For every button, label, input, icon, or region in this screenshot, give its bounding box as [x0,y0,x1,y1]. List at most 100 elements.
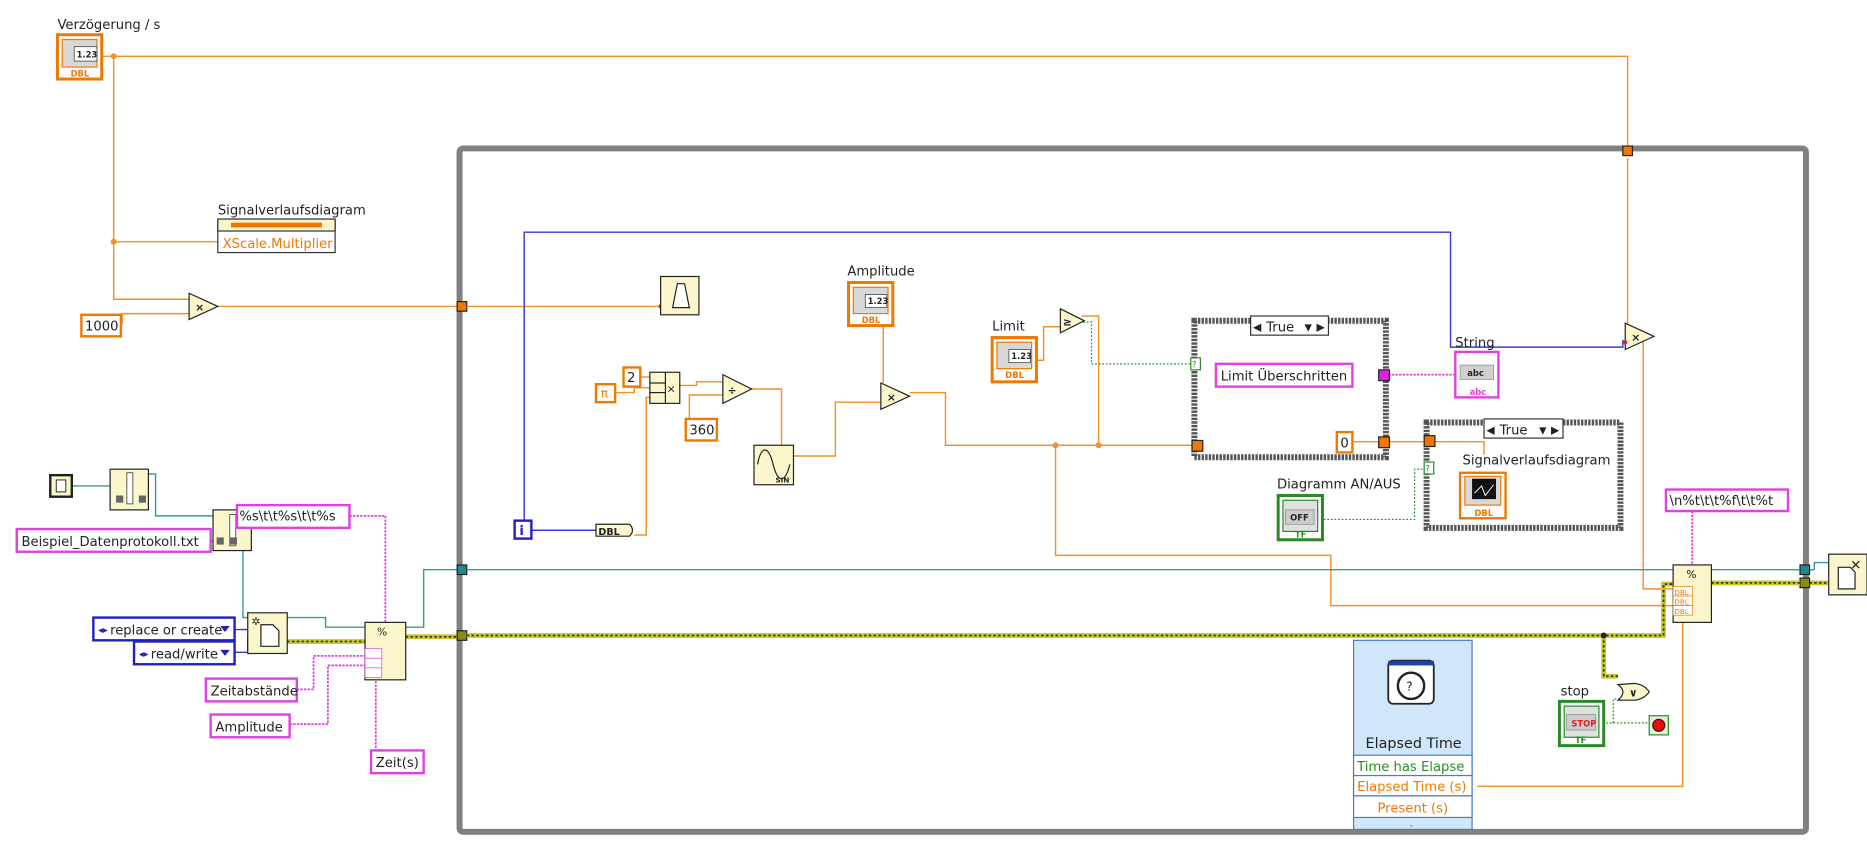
file-constant-icon[interactable] [49,473,74,498]
svg-text:2: 2 [627,371,635,386]
or-node[interactable]: ∨ [1616,682,1650,701]
svg-text:OFF: OFF [1290,513,1309,523]
svg-text:DBL: DBL [598,527,619,538]
svg-text:DBL: DBL [71,69,90,79]
limit-control[interactable]: Limit 1.23 DBL [990,319,1038,384]
svg-text:DBL: DBL [1674,597,1688,606]
close-file-node[interactable]: ✕ [1828,553,1867,596]
close-icon: ✕ [1850,559,1861,574]
case-structure-limit[interactable]: ◀ True ▼ ▶ ? [1190,315,1391,461]
output-elapsed-time[interactable]: Elapsed Time (s) [1352,774,1473,797]
header-format-constant[interactable]: %s\t\t%s\t\t%s [235,503,351,530]
svg-text:π: π [601,386,608,400]
output-present[interactable]: Present (s) [1352,795,1473,819]
svg-text:0: 0 [1340,437,1348,452]
elapsed-time-express-vi[interactable]: ? Elapsed Time Time has Elapse Elapsed T… [1352,639,1473,830]
multiply-delay-node[interactable]: × [1623,322,1656,351]
while-loop[interactable] [456,145,1809,835]
sine-node[interactable]: SIN [753,444,795,486]
compound-multiply-node[interactable]: × [649,371,681,404]
svg-text:≥: ≥ [1063,316,1072,329]
column-zeitabstaende-constant[interactable]: Zeitabstände [204,677,299,703]
svg-text:1000: 1000 [85,319,118,334]
delay-label: Verzögerung / s [57,18,160,33]
row-format-constant[interactable]: \n%t\t\t%f\t\t%t [1664,488,1790,513]
svg-text:×: × [1631,331,1640,344]
svg-text:stop: stop [1561,684,1589,699]
sine-wave-icon [756,449,791,480]
constant-pi[interactable]: π [594,383,617,404]
svg-text:×: × [667,383,676,396]
filename-constant[interactable]: Beispiel_Datenprotokoll.txt [15,527,212,553]
amplitude-control[interactable]: Amplitude 1.23 DBL [847,264,915,328]
waveform-chart-indicator[interactable]: Signalverlaufsdiagram DBL [1458,453,1610,520]
svg-text:DBL: DBL [1674,588,1688,597]
case-prev-arrow[interactable]: ◀ [1486,423,1495,436]
svg-text:\n%t\t\t%f\t\t%t: \n%t\t\t%f\t\t%t [1670,494,1774,509]
case-next-arrow[interactable]: ▶ [1551,423,1560,436]
svg-text:abc: abc [1467,368,1484,378]
svg-text:SIN: SIN [776,475,790,484]
path-node-1[interactable] [109,468,150,511]
open-file-node[interactable]: ✲ [247,612,288,655]
svg-text:◂▸: ◂▸ [139,649,149,660]
case-next-arrow[interactable]: ▶ [1316,320,1325,333]
svg-text:Zeitabstände: Zeitabstände [211,684,298,699]
svg-text:Zeit(s): Zeit(s) [376,756,419,771]
string-indicator[interactable]: String abc abc [1454,336,1500,399]
svg-text:?: ? [1192,359,1196,369]
constant-2[interactable]: 2 [622,366,642,388]
svg-text:1.23: 1.23 [77,49,98,59]
svg-text:Signalverlaufsdiagram: Signalverlaufsdiagram [218,203,366,218]
constant-1000[interactable]: 1000 [80,313,123,338]
limit-message-constant[interactable]: Limit Überschritten [1214,362,1354,388]
svg-text:DBL: DBL [862,315,881,325]
access-enum[interactable]: ◂▸ read/write [132,640,236,666]
dropdown-icon [220,625,230,632]
case-structure-chart[interactable]: ◀ True ▼ ▶ ? [1423,418,1624,531]
svg-text:∨: ∨ [1629,687,1638,700]
svg-text:DBL: DBL [1674,607,1688,616]
svg-text:Amplitude: Amplitude [215,720,282,735]
svg-text:%: % [377,626,387,639]
iteration-terminal: i [513,519,533,540]
build-path-node[interactable] [212,509,252,552]
greater-equal-node[interactable]: ≥ [1059,307,1086,334]
column-amplitude-constant[interactable]: Amplitude [209,713,291,739]
multiply-node-outside[interactable]: × [188,292,220,321]
loop-condition-terminal[interactable] [1648,715,1669,736]
format-into-file-row[interactable]: % DBL DBL DBL [1672,564,1713,623]
operation-enum[interactable]: ◂▸ replace or create [92,616,236,642]
svg-text:÷: ÷ [728,384,737,397]
to-double-node[interactable]: DBL [595,523,634,538]
expand-chevron-icon[interactable]: ⌄ [1407,819,1415,830]
constant-360[interactable]: 360 [684,417,719,442]
wires-outside [71,53,1829,752]
metronome-icon [671,283,691,309]
svg-text:×: × [195,301,204,314]
divide-node[interactable]: ÷ [722,373,753,405]
svg-text:?: ? [1406,680,1412,694]
svg-text:String: String [1455,336,1494,351]
property-node-xscale-multiplier[interactable]: Signalverlaufsdiagram XScale.Multiplier [217,203,366,254]
svg-text:%s\t\t%s\t\t%s: %s\t\t%s\t\t%s [239,510,336,525]
case-dropdown-icon[interactable]: ▼ [1539,425,1547,436]
svg-text:360: 360 [689,423,714,438]
stop-control[interactable]: stop STOP TF [1557,684,1606,748]
svg-text:◂▸: ◂▸ [98,625,108,636]
case-prev-arrow[interactable]: ◀ [1253,320,1262,333]
svg-text:i: i [519,524,524,539]
chart-toggle-control[interactable]: Diagramm AN/AUS OFF TF [1276,477,1401,542]
multiply-amplitude-node[interactable]: × [880,382,912,411]
format-into-file-header[interactable]: % [364,621,407,681]
dropdown-icon [220,649,230,656]
svg-text:?: ? [1425,464,1429,474]
svg-text:Present (s): Present (s) [1378,802,1449,817]
wait-ms-node[interactable] [660,275,700,316]
svg-text:DBL: DBL [1005,370,1024,380]
column-zeit-constant[interactable]: Zeit(s) [369,749,425,775]
delay-control[interactable]: Verzögerung / s 1.23 DBL [55,18,161,81]
constant-0[interactable]: 0 [1335,430,1354,454]
output-time-has-elapsed[interactable]: Time has Elapse [1352,754,1473,777]
case-dropdown-icon[interactable]: ▼ [1305,322,1313,333]
